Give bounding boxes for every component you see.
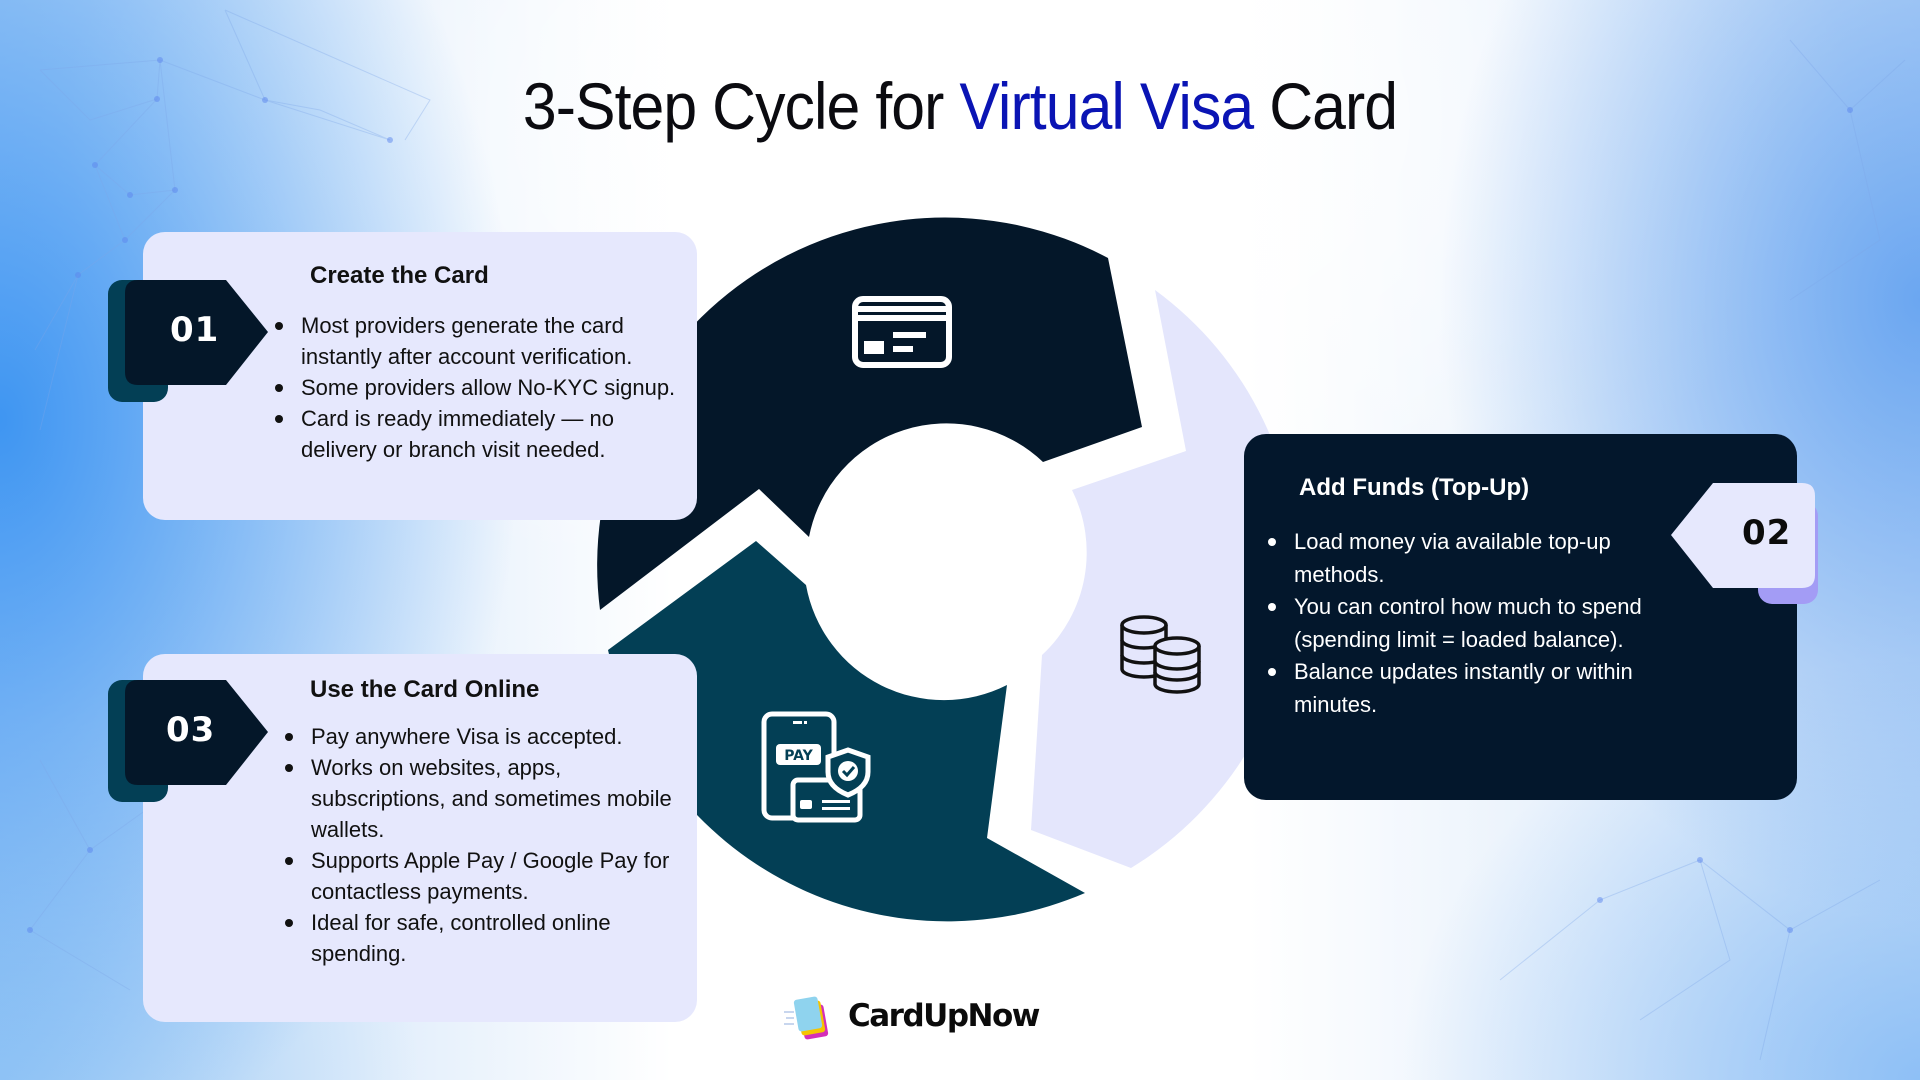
coins-stack-icon: [1120, 615, 1201, 694]
step-badge-1: 01: [108, 280, 273, 405]
brand-name: CardUpNow: [848, 998, 1040, 1034]
title-accent: Virtual Visa: [959, 69, 1254, 143]
svg-text:PAY: PAY: [784, 748, 813, 764]
stacked-cards-logo-icon: [784, 996, 829, 1040]
step-card-2: Add Funds (Top-Up) Load money via availa…: [1244, 434, 1797, 800]
mobile-pay-secure-icon: PAY: [761, 711, 871, 823]
bullet-item: Balance updates instantly or within minu…: [1264, 656, 1674, 721]
step-number: 01: [170, 310, 220, 350]
step-title: Add Funds (Top-Up): [1299, 474, 1530, 501]
bullet-item: Ideal for safe, controlled online spendi…: [281, 907, 681, 969]
step-badge-3: 03: [108, 680, 273, 805]
bullet-item: Card is ready immediately — no delivery …: [271, 403, 691, 465]
brand-logo: CardUpNow: [782, 996, 1042, 1040]
bullet-item: Most providers generate the card instant…: [271, 310, 691, 372]
step-number: 02: [1742, 513, 1792, 553]
step-bullets: Load money via available top-up methods.…: [1264, 526, 1674, 721]
credit-card-icon: [852, 296, 952, 368]
cycle-segment-1: [597, 217, 1142, 610]
cycle-segment-2: [1031, 290, 1298, 868]
step-card-1: Create the Card Most providers generate …: [143, 232, 697, 520]
step-bullets: Most providers generate the card instant…: [271, 310, 691, 465]
bullet-item: Works on websites, apps, subscriptions, …: [281, 752, 681, 845]
step-number: 03: [166, 710, 216, 750]
bullet-item: Supports Apple Pay / Google Pay for cont…: [281, 845, 681, 907]
bullet-item: Pay anywhere Visa is accepted.: [281, 721, 681, 752]
page-title: 3-Step Cycle for Virtual Visa Card: [77, 68, 1843, 144]
bullet-item: Load money via available top-up methods.: [1264, 526, 1674, 591]
title-prefix: 3-Step Cycle for: [522, 69, 960, 143]
step-badge-2: 02: [1668, 482, 1818, 607]
bullet-item: Some providers allow No-KYC signup.: [271, 372, 691, 403]
step-bullets: Pay anywhere Visa is accepted. Works on …: [281, 721, 681, 969]
cycle-segment-3: [608, 541, 1085, 922]
step-title: Create the Card: [310, 262, 489, 289]
bullet-item: You can control how much to spend (spend…: [1264, 591, 1674, 656]
step-title: Use the Card Online: [310, 676, 540, 703]
title-suffix: Card: [1253, 69, 1398, 143]
